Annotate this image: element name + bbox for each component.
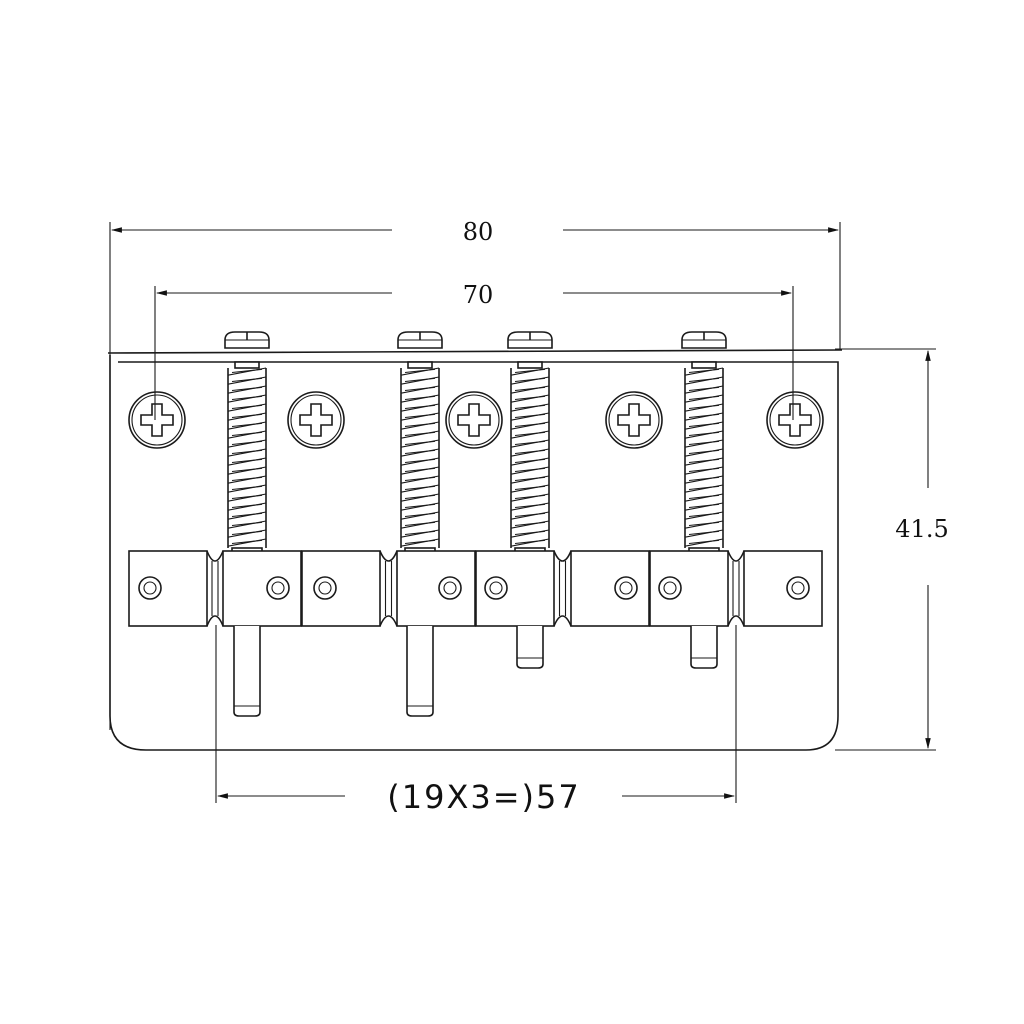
hex-hole-icon (614, 576, 638, 600)
saddle-notch-2 (379, 550, 398, 627)
hex-hole-icon (484, 576, 508, 600)
mounting-screw-4 (605, 391, 663, 449)
hex-hole-icon (313, 576, 337, 600)
saddle-block-5 (475, 550, 555, 627)
mounting-screw-2 (287, 391, 345, 449)
dimension-screw-spacing: 70 (155, 281, 793, 309)
saddle-block-3 (301, 550, 381, 627)
hex-hole-icon (266, 576, 290, 600)
phillips-cross-icon (617, 403, 651, 437)
extension-lines (109, 222, 936, 803)
saddle-block-1 (128, 550, 208, 627)
intonation-screw-4 (681, 331, 727, 555)
mounting-screw-5 (766, 391, 824, 449)
dimension-overall-width: 80 (110, 218, 840, 246)
dimension-label-70: 70 (463, 281, 494, 309)
height-pin-1 (233, 626, 261, 717)
dimension-label-41-5: 41.5 (895, 515, 948, 543)
base-plate (107, 349, 843, 751)
hex-hole-icon (786, 576, 810, 600)
dimension-label-57: (19X3=)57 (387, 778, 581, 816)
saddle-block-7 (649, 550, 729, 627)
saddle-blocks (128, 550, 823, 627)
hex-hole-icon (138, 576, 162, 600)
intonation-screw-3 (507, 331, 553, 555)
intonation-screw-1 (224, 331, 270, 555)
mounting-screw-1 (128, 391, 186, 449)
height-pins (233, 626, 718, 717)
height-pin-3 (516, 626, 544, 669)
phillips-cross-icon (299, 403, 333, 437)
mounting-screws (128, 391, 824, 449)
hex-hole-icon (658, 576, 682, 600)
mounting-screw-3 (445, 391, 503, 449)
hex-hole-icon (438, 576, 462, 600)
dimension-label-80: 80 (463, 218, 494, 246)
height-pin-2 (406, 626, 434, 717)
intonation-screw-2 (397, 331, 443, 555)
saddle-block-8 (743, 550, 823, 627)
dimension-string-spacing: (19X3=)57 (216, 778, 736, 816)
phillips-cross-icon (457, 403, 491, 437)
saddle-block-6 (570, 550, 650, 627)
intonation-screws (224, 331, 727, 555)
phillips-cross-icon (778, 403, 812, 437)
saddle-notch-1 (206, 550, 224, 627)
saddle-notch-3 (553, 550, 572, 627)
saddle-notch-4 (727, 550, 745, 627)
saddle-block-4 (396, 550, 476, 627)
dimension-height: 41.5 (895, 349, 949, 750)
phillips-cross-icon (140, 403, 174, 437)
height-pin-4 (690, 626, 718, 669)
saddle-block-2 (222, 550, 302, 627)
